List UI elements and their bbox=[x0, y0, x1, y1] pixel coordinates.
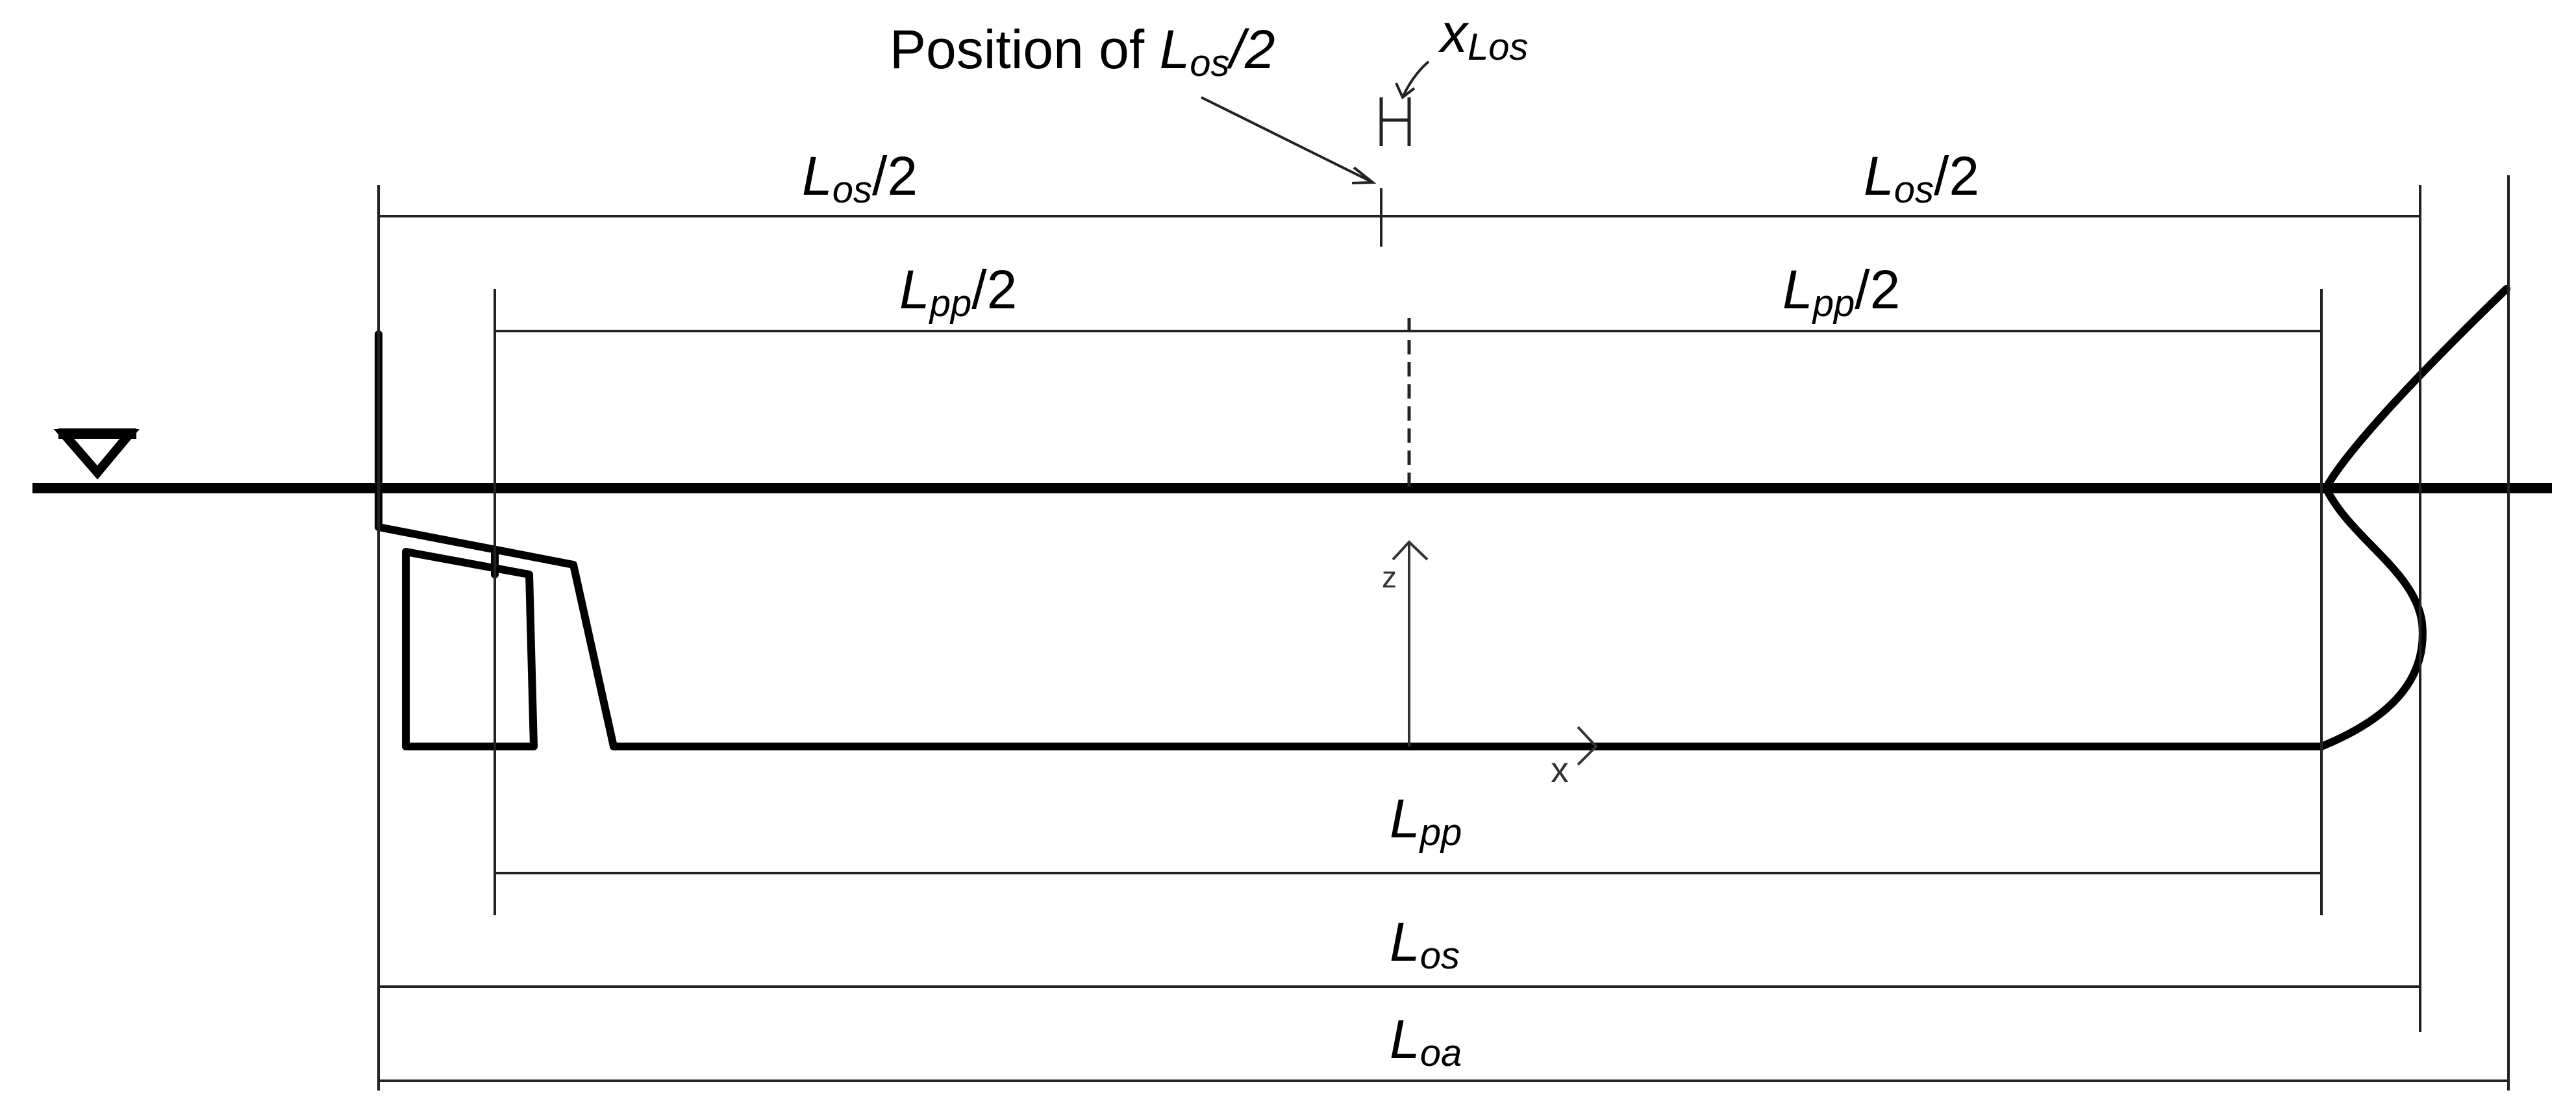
los-half-right-label: Los/2 bbox=[1864, 145, 1979, 211]
bow-bulb bbox=[2318, 484, 2427, 750]
z-axis-label: z bbox=[1382, 560, 1397, 594]
position-label-half: /2 bbox=[1227, 19, 1275, 80]
lpp-label: Lpp bbox=[1390, 788, 1462, 854]
loa-label: Loa bbox=[1390, 1009, 1462, 1074]
position-label-sub: os bbox=[1190, 42, 1229, 84]
position-label-prefix: Position of bbox=[890, 19, 1160, 80]
position-label-L: L bbox=[1160, 19, 1190, 80]
x-axis-arrowhead bbox=[1577, 726, 1598, 766]
position-label: Position of Los/2 bbox=[890, 19, 1275, 84]
x-los-bracket bbox=[1379, 97, 1411, 146]
x-axis-label: x bbox=[1551, 749, 1569, 790]
los-half-left-label: Los/2 bbox=[802, 145, 918, 211]
rudder bbox=[402, 548, 538, 750]
lpp-half-left-label: Lpp/2 bbox=[899, 259, 1017, 325]
coordinate-axes bbox=[1392, 540, 1598, 766]
extension-lines bbox=[377, 175, 2510, 1091]
stern-overhang bbox=[375, 523, 618, 750]
hull-outline bbox=[375, 285, 2510, 750]
bow-stem bbox=[2322, 285, 2510, 492]
los-label: Los bbox=[1390, 911, 1460, 977]
x-los-pointer-arrow bbox=[1395, 60, 1430, 100]
lpp-half-right-label: Lpp/2 bbox=[1782, 259, 1900, 325]
position-pointer-arrow bbox=[1201, 96, 1377, 184]
downward-triangle-icon bbox=[53, 428, 140, 480]
x-los-label: xLos bbox=[1438, 3, 1529, 68]
x-los-sub: Los bbox=[1468, 26, 1529, 68]
x-los-main: x bbox=[1438, 3, 1469, 64]
z-axis-arrowhead bbox=[1392, 540, 1429, 561]
